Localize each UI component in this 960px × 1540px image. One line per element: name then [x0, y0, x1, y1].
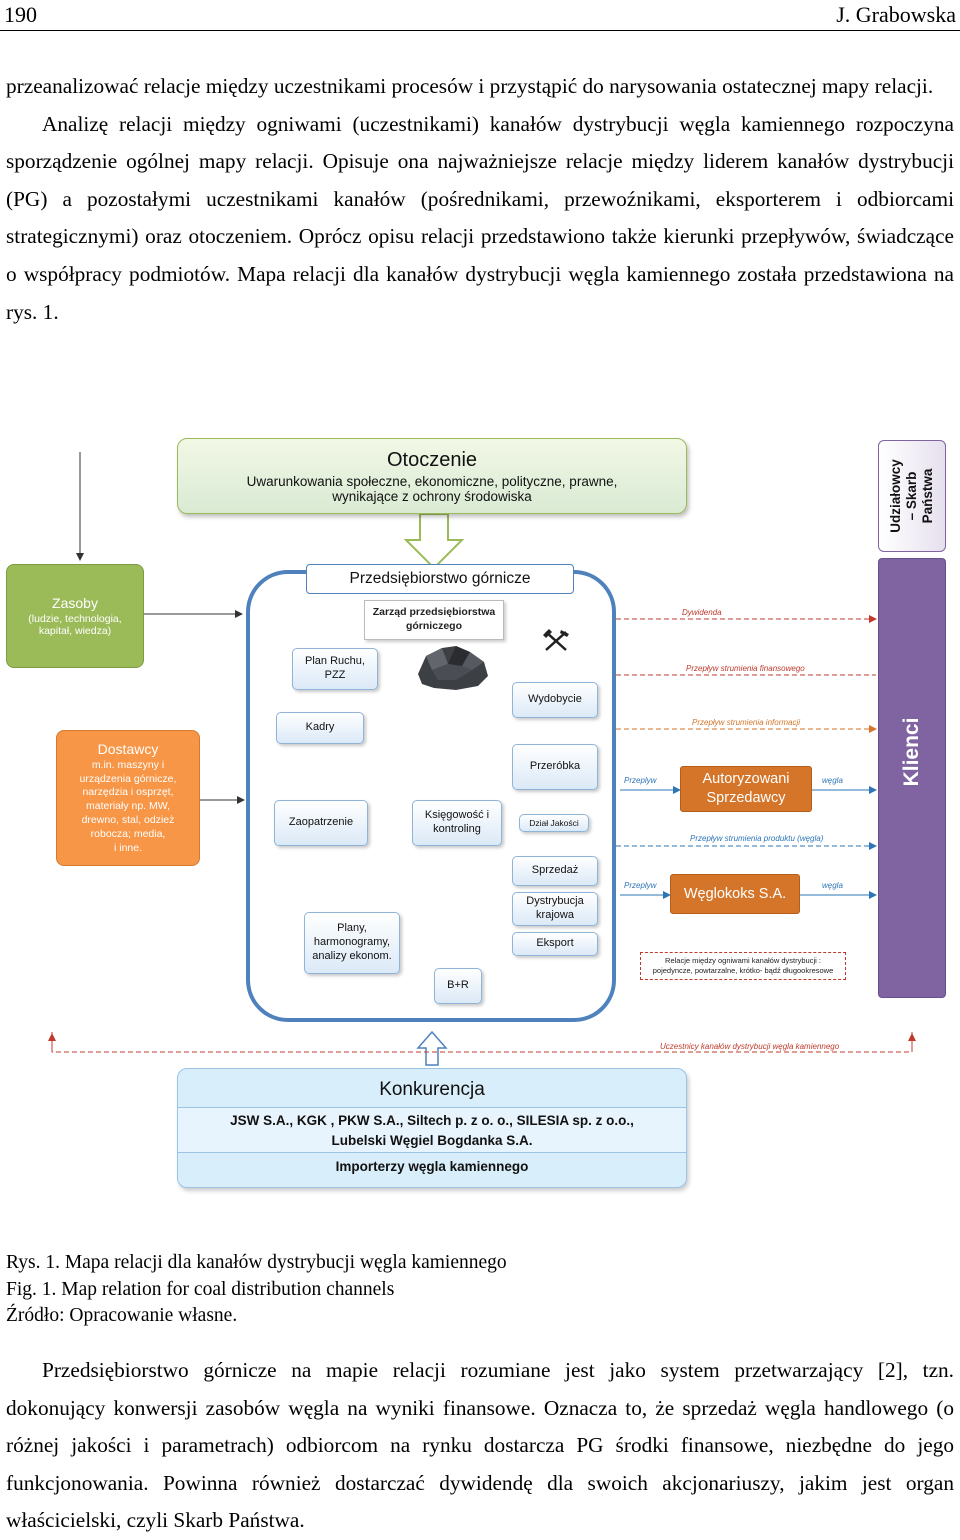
- zasoby-title: Zasoby: [52, 595, 98, 611]
- plany-box: Plany, harmonogramy, analizy ekonom.: [304, 912, 400, 974]
- autoryzowani-line1: Autoryzowani: [702, 771, 790, 788]
- autoryzowani-box: Autoryzowani Sprzedawcy: [680, 766, 812, 812]
- caption-pl: Rys. 1. Mapa relacji dla kanałów dystryb…: [6, 1252, 507, 1273]
- relacje-line2: pojedyncze, powtarzalne, krótko- bądź dł…: [652, 966, 834, 975]
- paragraph-system: Przedsiębiorstwo górnicze na mapie relac…: [6, 1358, 954, 1533]
- zasoby-line1: (ludzie, technologia,: [28, 613, 122, 625]
- dzial-jakosci-box: Dział Jakości: [519, 814, 589, 832]
- udzialowcy-line2: – Skarb: [904, 471, 919, 521]
- plany-line2: harmonogramy,: [313, 936, 391, 949]
- dzial-jakosci-label: Dział Jakości: [529, 817, 579, 828]
- konkurencja-line3: Importerzy węgla kamiennego: [335, 1159, 529, 1174]
- ksiegowosc-box: Księgowość i kontroling: [412, 800, 502, 846]
- otoczenie-box: Otoczenie Uwarunkowania społeczne, ekono…: [177, 438, 687, 514]
- udzialowcy-line1: Udziałowcy: [888, 459, 903, 533]
- flow-wegla-1: węgla: [822, 776, 843, 785]
- zaopatrzenie-label: Zaopatrzenie: [288, 816, 354, 829]
- kadry-label: Kadry: [305, 721, 335, 734]
- weglokoks-box: Węglokoks S.A.: [670, 874, 800, 914]
- hammer-pick-icon: [543, 629, 569, 651]
- konkurencja-firms-box: JSW S.A., KGK , PKW S.A., Siltech p. z o…: [178, 1107, 686, 1153]
- zarzad-box: Zarząd przedsiębiorstwa górniczego: [364, 600, 504, 640]
- flow-financial: Przepływ strumienia finansowego: [686, 664, 805, 673]
- wydobycie-box: Wydobycie: [512, 682, 598, 718]
- dostawcy-line7: i inne.: [113, 841, 143, 854]
- przerobka-label: Przeróbka: [529, 760, 581, 773]
- otoczenie-line1: Uwarunkowania społeczne, ekonomiczne, po…: [246, 473, 618, 489]
- konkurencja-line2: Lubelski Węgiel Bogdanka S.A.: [331, 1133, 533, 1148]
- plan-ruchu-box: Plan Ruchu, PZZ: [292, 648, 378, 690]
- body-text-bottom: Przedsiębiorstwo górnicze na mapie relac…: [6, 1352, 954, 1540]
- wydobycie-label: Wydobycie: [528, 693, 582, 706]
- body-text-top: przeanalizować relacje między uczestnika…: [6, 68, 954, 331]
- zasoby-line2: kapitał, wiedza): [38, 625, 112, 637]
- caption-source: Źródło: Opracowanie własne.: [6, 1305, 238, 1326]
- udzialowcy-line3: Państwa: [920, 468, 935, 524]
- klienci-label: Klienci: [900, 717, 923, 787]
- konkurencja-line1: JSW S.A., KGK , PKW S.A., Siltech p. z o…: [230, 1113, 634, 1128]
- pg-title-box: Przedsiębiorstwo górnicze: [306, 564, 574, 594]
- dostawcy-line6: robocza; media,: [90, 828, 166, 841]
- otoczenie-line2: wynikające z ochrony środowiska: [332, 488, 532, 504]
- coal-lump-icon: [418, 646, 488, 690]
- dystrybucja-line1: Dystrybucja: [526, 895, 584, 908]
- zarzad-line2: górniczego: [405, 620, 462, 632]
- otoczenie-title: Otoczenie: [386, 448, 478, 471]
- page-header: 190 J. Grabowska: [0, 0, 960, 31]
- konkurencja-box: Konkurencja JSW S.A., KGK , PKW S.A., Si…: [177, 1068, 687, 1188]
- autoryzowani-line2: Sprzedawcy: [706, 790, 786, 806]
- dostawcy-line4: materiały np. MW,: [85, 800, 171, 813]
- sprzedaz-label: Sprzedaż: [531, 864, 579, 877]
- flow-product: Przepływ strumienia produktu (węgla): [690, 834, 824, 843]
- ksiegowosc-line2: kontroling: [433, 823, 481, 835]
- dystrybucja-line2: krajowa: [536, 909, 574, 921]
- dostawcy-line5: drewno, stal, odzież: [81, 814, 175, 827]
- eksport-box: Eksport: [512, 932, 598, 956]
- dostawcy-line3: narzędzia i osprzęt,: [82, 786, 174, 799]
- uczestnicy-label: Uczestnicy kanałów dystrybucji węgla kam…: [658, 1042, 842, 1051]
- plan-ruchu-line2: PZZ: [324, 669, 346, 681]
- figure-caption: Rys. 1. Mapa relacji dla kanałów dystryb…: [6, 1250, 507, 1330]
- sprzedaz-box: Sprzedaż: [512, 856, 598, 886]
- flow-dywidenda: Dywidenda: [682, 608, 722, 617]
- flow-wegla-2: węgla: [822, 881, 843, 890]
- dostawcy-title: Dostawcy: [97, 741, 159, 758]
- pg-title: Przedsiębiorstwo górnicze: [349, 570, 531, 587]
- relacje-line1: Relacje między ogniwami kanałów dystrybu…: [665, 955, 821, 965]
- flow-information: Przepływ strumienia informacji: [692, 718, 801, 727]
- eksport-label: Eksport: [536, 937, 574, 950]
- flow-przeplyw-1: Przeplyw: [624, 776, 657, 785]
- flow-przeplyw-2: Przeplyw: [624, 881, 657, 890]
- klienci-box: Klienci: [878, 558, 946, 998]
- paragraph-continuation: przeanalizować relacje między uczestnika…: [6, 74, 934, 98]
- bplusr-box: B+R: [434, 968, 482, 1004]
- running-author: J. Grabowska: [836, 2, 956, 27]
- dystrybucja-box: Dystrybucja krajowa: [512, 892, 598, 926]
- udzialowcy-box: Udziałowcy – Skarb Państwa: [878, 440, 946, 552]
- ksiegowosc-line1: Księgowość i: [424, 809, 490, 822]
- dostawcy-line2: urządzenia górnicze,: [79, 772, 177, 785]
- konkurencja-title: Konkurencja: [379, 1079, 485, 1100]
- zasoby-box: Zasoby (ludzie, technologia, kapitał, wi…: [6, 564, 144, 668]
- zaopatrzenie-box: Zaopatrzenie: [274, 800, 368, 846]
- dostawcy-line1: m.in. maszyny i: [91, 758, 165, 771]
- bplusr-label: B+R: [447, 979, 469, 992]
- weglokoks-label: Węglokoks S.A.: [683, 886, 787, 902]
- relacje-box: Relacje między ogniwami kanałów dystrybu…: [640, 952, 846, 980]
- plany-line3: analizy ekonom.: [312, 949, 392, 962]
- paragraph-relations-map: Analizę relacji między ogniwami (uczestn…: [6, 111, 954, 324]
- dostawcy-box: Dostawcy m.in. maszyny i urządzenia górn…: [56, 730, 200, 866]
- zarzad-line1: Zarząd przedsiębiorstwa: [372, 606, 496, 619]
- kadry-box: Kadry: [276, 712, 364, 744]
- caption-en: Fig. 1. Map relation for coal distributi…: [6, 1278, 395, 1300]
- przerobka-box: Przeróbka: [512, 744, 598, 790]
- plan-ruchu-line1: Plan Ruchu,: [305, 655, 365, 668]
- page-number: 190: [4, 2, 37, 27]
- plany-line1: Plany,: [337, 922, 367, 935]
